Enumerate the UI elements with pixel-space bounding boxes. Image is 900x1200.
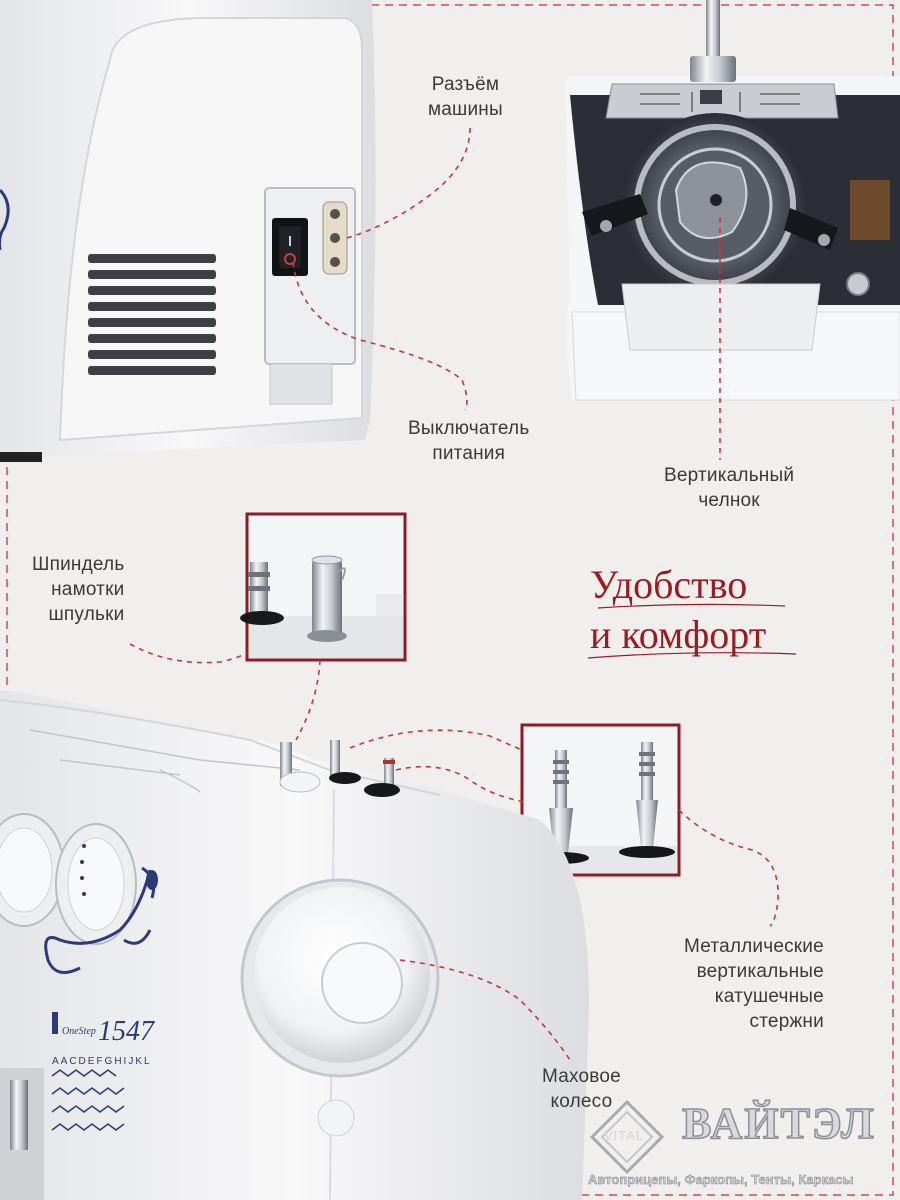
- machine-side-panel: [0, 0, 376, 462]
- machine-model-number: 1547: [98, 1016, 155, 1047]
- power-switch-icon: [272, 218, 308, 276]
- machine-front: OneStep 1547 AACDEFGHIJKL: [0, 690, 589, 1200]
- stitch-letters: AACDEFGHIJKL: [52, 1056, 152, 1067]
- callout-handwheel: Маховое колесо: [542, 1066, 621, 1112]
- dashed-frame: [6, 4, 894, 1196]
- headline-underline: [587, 603, 797, 659]
- watermark-emblem-text: VITAL: [604, 1128, 645, 1143]
- handwheel: [240, 878, 440, 1078]
- vent-grille: [88, 254, 216, 375]
- vital-emblem-icon: [589, 1099, 665, 1175]
- stitch-chart: [51, 1069, 125, 1131]
- connector-lines: [129, 127, 779, 1061]
- machine-connector: [322, 201, 348, 275]
- headline: Удобство и комфорт: [590, 562, 767, 657]
- callout-power-switch: Выключатель питания: [408, 418, 530, 464]
- bobbin-spindle-inset: [240, 512, 407, 662]
- length-dial: [55, 823, 137, 945]
- machine-brand-script: OneStep: [62, 1026, 96, 1037]
- callout-spool-pins: Металлические вертикальные катушечные ст…: [684, 936, 824, 1032]
- callout-shuttle: Вертикальный челнок: [664, 465, 795, 511]
- watermark-tagline: Автоприцепы, Фаркопы, Тенты, Каркасы: [588, 1172, 854, 1187]
- watermark-brand: ВАЙТЭЛ: [681, 1098, 876, 1149]
- callout-bobbin-spindle: Шпиндель намотки шпульки: [32, 554, 125, 625]
- shuttle-closeup: [565, 0, 900, 401]
- stitch-dial: [0, 813, 65, 927]
- callout-connector: Разъём машины: [428, 74, 503, 120]
